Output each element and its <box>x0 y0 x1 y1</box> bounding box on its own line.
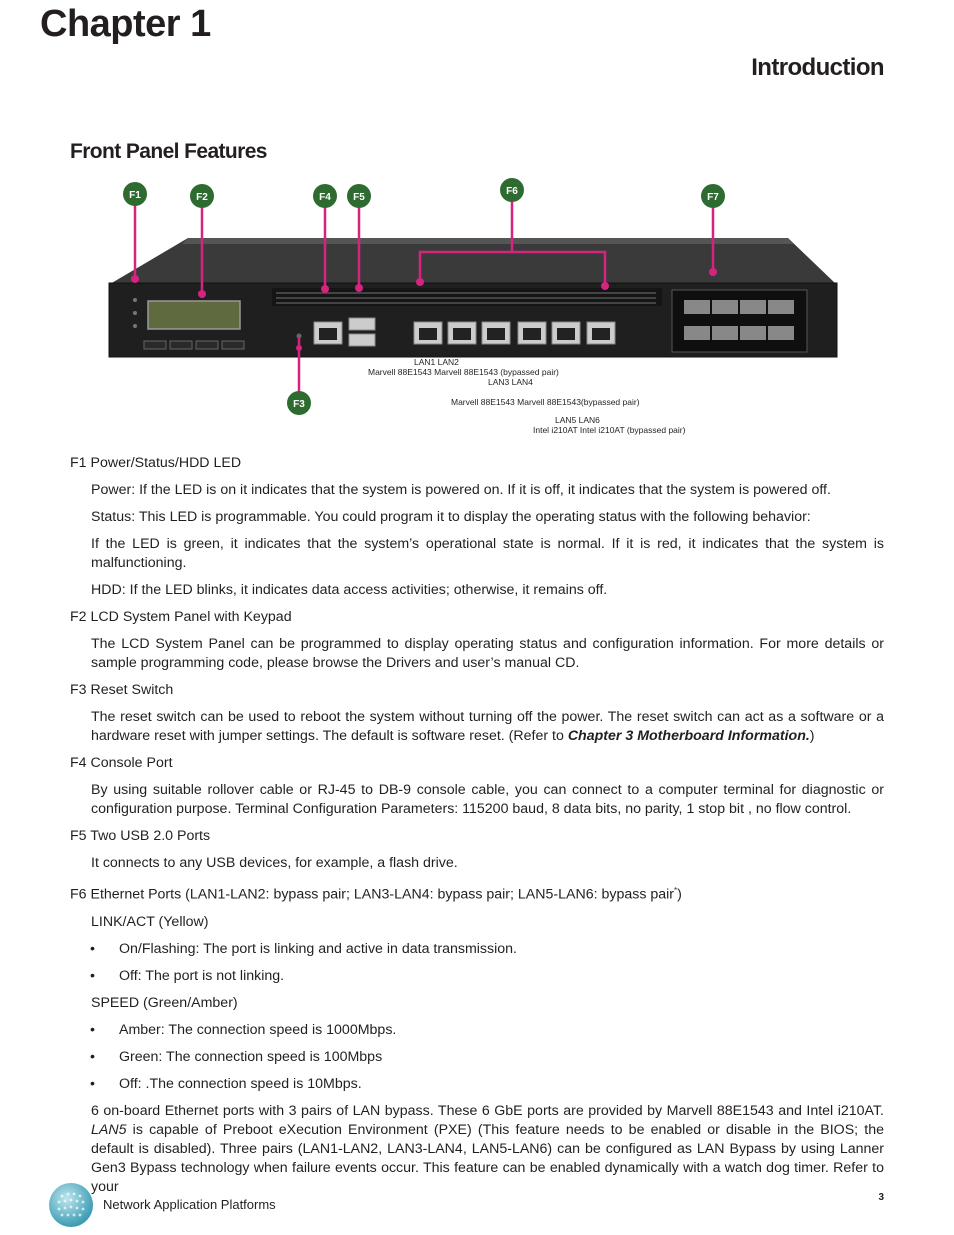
f1-hdd: HDD: If the LED blinks, it indicates dat… <box>91 582 608 598</box>
f3-body-tail: ) <box>809 728 815 744</box>
section-heading: Front Panel Features <box>70 140 267 163</box>
chassis-top <box>110 238 836 284</box>
f1-title: F1 Power/Status/HDD LED <box>70 455 242 471</box>
leader-dots <box>131 268 717 351</box>
page-number: 3 <box>878 1192 884 1203</box>
callouts <box>123 178 725 415</box>
f3-chapter-reference: Chapter 3 Motherboard Information. <box>567 728 810 744</box>
list-item-text: Amber: The connection speed is 1000Mbps. <box>119 1021 397 1038</box>
list-item-text: On/Flashing: The port is linking and act… <box>119 940 517 957</box>
keypad-button-2 <box>169 340 193 350</box>
f5-title: F5 Two USB 2.0 Ports <box>70 828 211 844</box>
callout-f7: F7 <box>707 192 719 203</box>
callout-f3: F3 <box>293 399 305 410</box>
list-item-text: Green: The connection speed is 100Mbps <box>119 1048 383 1065</box>
f4-body: By using suitable rollover cable or RJ-4… <box>91 782 884 817</box>
sfp-module <box>671 289 808 353</box>
list-item-text: Off: .The connection speed is 10Mbps. <box>119 1075 362 1092</box>
list-item: • Green: The connection speed is 100Mbps <box>70 1048 884 1067</box>
f3-body-text: The reset switch can be used to reboot t… <box>91 709 884 744</box>
bullet-icon: • <box>90 967 95 984</box>
f1-power: Power: If the LED is on it indicates tha… <box>91 482 831 498</box>
body-text: F1 Power/Status/HDD LED Power: If the LE… <box>70 454 884 1205</box>
list-item: • On/Flashing: The port is linking and ac… <box>70 940 884 959</box>
bullet-icon: • <box>90 1021 95 1038</box>
callout-f4: F4 <box>319 192 331 203</box>
front-panel-illustration: F1 F2 F3 F4 F5 F6 F7 <box>108 178 838 415</box>
led-hdd-icon <box>133 324 137 328</box>
f6-body-text-a: 6 on-board Ethernet ports with 3 pairs o… <box>91 1102 884 1119</box>
f6-body: 6 on-board Ethernet ports with 3 pairs o… <box>70 1102 884 1197</box>
lan-ports <box>413 321 616 345</box>
page-heading: Introduction <box>751 54 884 81</box>
front-panel-figure: F1 F2 F3 F4 F5 F6 F7 LAN1 LAN2 Marvell 8… <box>100 176 860 446</box>
footer-text: Network Application Platforms <box>103 1197 276 1212</box>
vent-holes <box>276 292 656 304</box>
caption-lan1-lan2: LAN1 LAN2 <box>414 357 459 367</box>
callout-f1: F1 <box>129 190 141 201</box>
reset-switch <box>296 333 302 339</box>
chassis-top-edge <box>182 238 794 244</box>
f4-title: F4 Console Port <box>70 755 173 771</box>
f2-title: F2 LCD System Panel with Keypad <box>70 609 292 625</box>
list-item: • Amber: The connection speed is 1000Mbps… <box>70 1021 884 1040</box>
f2-body: The LCD System Panel can be programmed t… <box>91 636 884 671</box>
bullet-icon: • <box>90 1075 95 1092</box>
console-port-socket <box>319 328 337 340</box>
keypad-button-3 <box>195 340 219 350</box>
f3-body: The reset switch can be used to reboot t… <box>70 708 884 746</box>
caption-intel: Intel i210AT Intel i210AT (bypassed pair… <box>533 425 686 435</box>
led-status-icon <box>133 311 137 315</box>
f6-body-lan5: LAN5 <box>91 1121 127 1138</box>
bullet-icon: • <box>90 1048 95 1065</box>
list-item: • Off: .The connection speed is 10Mbps. <box>70 1075 884 1094</box>
callout-f2: F2 <box>196 192 208 203</box>
globe-logo-icon <box>49 1183 93 1227</box>
f6-title-text: F6 Ethernet Ports (LAN1-LAN2: bypass pai… <box>70 886 675 903</box>
caption-lan5-lan6: LAN5 LAN6 <box>555 415 600 425</box>
f6-link-heading: LINK/ACT (Yellow) <box>91 913 209 930</box>
bullet-icon: • <box>90 940 95 957</box>
sfp-slots <box>684 300 794 340</box>
caption-lan3-lan4: LAN3 LAN4 <box>488 377 533 387</box>
caption-marvell-2: Marvell 88E1543 Marvell 88E1543(bypassed… <box>451 397 640 407</box>
f1-status: Status: This LED is programmable. You co… <box>91 509 811 525</box>
callout-leaders <box>133 200 715 392</box>
f5-body: It connects to any USB devices, for exam… <box>91 855 458 871</box>
callout-f6: F6 <box>506 186 518 197</box>
f3-title: F3 Reset Switch <box>70 682 174 698</box>
keypad-button-1 <box>143 340 167 350</box>
caption-marvell-1: Marvell 88E1543 Marvell 88E1543 (bypasse… <box>368 367 559 377</box>
usb-port-1 <box>348 317 376 331</box>
f6-title-footnote-mark: * <box>674 886 678 895</box>
lcd-screen <box>147 300 241 330</box>
f6-title-tail: ) <box>677 886 682 903</box>
led-power-icon <box>133 298 137 302</box>
callout-labels: F1 F2 F3 F4 F5 F6 F7 <box>129 186 719 410</box>
keypad-button-4 <box>221 340 245 350</box>
f6-title: F6 Ethernet Ports (LAN1-LAN2: bypass pai… <box>70 881 884 905</box>
f1-status-detail: If the LED is green, it indicates that t… <box>91 536 884 571</box>
usb-port-2 <box>348 333 376 347</box>
f6-body-text-b: is capable of Preboot eXecution Environm… <box>91 1121 884 1195</box>
callout-f5: F5 <box>353 192 365 203</box>
chapter-title: Chapter 1 <box>40 3 211 45</box>
list-item: • Off: The port is not linking. <box>70 967 884 986</box>
f6-speed-heading: SPEED (Green/Amber) <box>91 994 238 1011</box>
list-item-text: Off: The port is not linking. <box>119 967 285 984</box>
